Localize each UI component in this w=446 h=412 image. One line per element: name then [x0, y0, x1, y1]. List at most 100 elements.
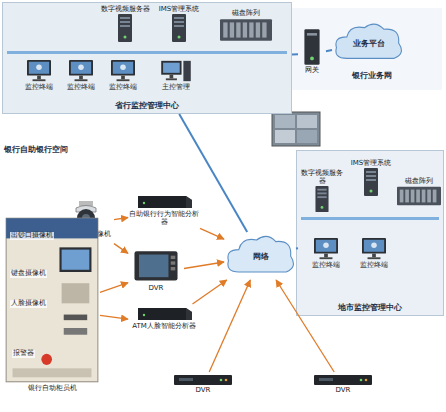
graphic-part [365, 379, 368, 382]
tower-icon [298, 28, 326, 66]
pc-icon [153, 59, 199, 83]
monitor-center-region: 省行监控管理中心数字视频服务器IMS管理系统磁盘阵列监控终端监控终端监控终端主控… [2, 2, 292, 114]
graphic-part [319, 378, 333, 381]
graphic-part [225, 379, 228, 382]
graphic-part [79, 76, 83, 80]
graphic-part [71, 62, 91, 74]
monitor-icon [19, 59, 59, 83]
signal-arrow [200, 228, 224, 239]
graphic-part [139, 255, 168, 278]
graphic-part [366, 179, 376, 181]
graphic-part [249, 22, 253, 37]
annotation-label: 银行自助银行空间 [4, 146, 68, 155]
graphic-part [416, 190, 420, 203]
graphic-part [243, 22, 247, 37]
graphic-part [405, 190, 409, 203]
dvrmon-icon [128, 250, 184, 284]
graphic-part [113, 62, 133, 74]
business-net-area [292, 8, 442, 90]
graphic-part [134, 251, 177, 280]
ims-server: IMS管理系统 [345, 159, 397, 207]
server-icon [299, 185, 345, 213]
graphic-part [323, 243, 329, 249]
signal-arrow [276, 280, 334, 372]
network-cloud: 网络 [224, 232, 298, 280]
cloud-text: 网络 [224, 251, 298, 262]
region-heading: 省行监控管理中心 [3, 100, 291, 111]
video-server: 数字视频服务器 [99, 5, 151, 53]
graphic-part [317, 189, 326, 191]
graphic-part [59, 247, 91, 272]
server-icon [345, 167, 397, 197]
graphic-part [36, 65, 42, 71]
graphic-part [64, 315, 87, 321]
node-label: IMS管理系统 [351, 159, 392, 167]
monitor-terminal: 监控终端 [103, 59, 143, 97]
network-link [326, 50, 332, 51]
graphic-part [143, 314, 145, 316]
graphic-part [314, 238, 338, 254]
graphic-part [427, 190, 431, 203]
node-label: 数字视频服务器 [101, 5, 150, 13]
graphic-part [163, 63, 180, 73]
graphic-part [29, 62, 49, 74]
graphic-part [120, 25, 130, 27]
monitor-icon [353, 237, 395, 261]
graphic-part [372, 254, 376, 258]
dvr-icon [168, 372, 238, 386]
graphic-part [120, 65, 126, 71]
node-label: 监控终端 [109, 83, 137, 91]
node-label: DVR [336, 386, 351, 394]
region-heading: 地市监控管理中心 [297, 302, 443, 313]
graphic-part [61, 59, 101, 83]
graphic-part [78, 65, 84, 71]
face-analyzer: ATM人脸智能分析器 [128, 304, 200, 344]
video-server: 数字视频服务器 [299, 169, 345, 215]
signal-arrow [100, 315, 128, 319]
graphic-part [117, 79, 130, 81]
atm-machine: 银行自动柜员机 [4, 216, 100, 402]
server-icon [99, 13, 151, 43]
graphic-part [186, 308, 192, 320]
signal-arrow [100, 283, 128, 293]
graphic-part [366, 171, 376, 173]
graphic-part [320, 257, 333, 259]
graphic-part [174, 375, 232, 385]
node-label: 自助银行行为智能分析器 [128, 210, 200, 226]
signal-arrow [193, 280, 227, 304]
cctv-photo-pane [297, 130, 317, 143]
graphic-part [19, 59, 59, 83]
server-icon [151, 13, 207, 43]
monitor-terminal: 监控终端 [353, 237, 395, 275]
graphic-part [161, 61, 181, 75]
graphic-part [317, 193, 326, 195]
graphic-part [13, 368, 92, 377]
graphic-part [345, 167, 397, 197]
signal-arrow [209, 280, 250, 372]
dvr-unit: DVR [308, 372, 378, 400]
graphic-part [220, 19, 272, 41]
dvr-unit: DVR [168, 372, 238, 400]
node-label: 数字视频服务器 [299, 169, 345, 185]
graphic-part [170, 75, 174, 79]
graphic-part [6, 218, 98, 382]
graphic-part [99, 13, 151, 43]
behavior-analyzer: 自助银行行为智能分析器 [128, 192, 200, 232]
graphic-part [178, 36, 181, 39]
graphic-part [153, 59, 199, 83]
monitor-terminal: 监控终端 [19, 59, 59, 97]
graphic-part [223, 22, 227, 37]
signal-arrow [114, 244, 128, 254]
box-icon [128, 192, 200, 210]
disk-icon [213, 17, 279, 43]
graphic-part [360, 379, 363, 382]
graphic-part [168, 373, 238, 387]
graphic-part [138, 308, 186, 320]
node-label: DVR [149, 284, 164, 292]
graphic-part [368, 257, 381, 259]
city-center-region: 地市监控管理中心数字视频服务器IMS管理系统磁盘阵列监控终端监控终端 [296, 150, 444, 316]
network-link [179, 114, 247, 232]
graphic-part [37, 76, 41, 80]
network-link [292, 53, 298, 55]
